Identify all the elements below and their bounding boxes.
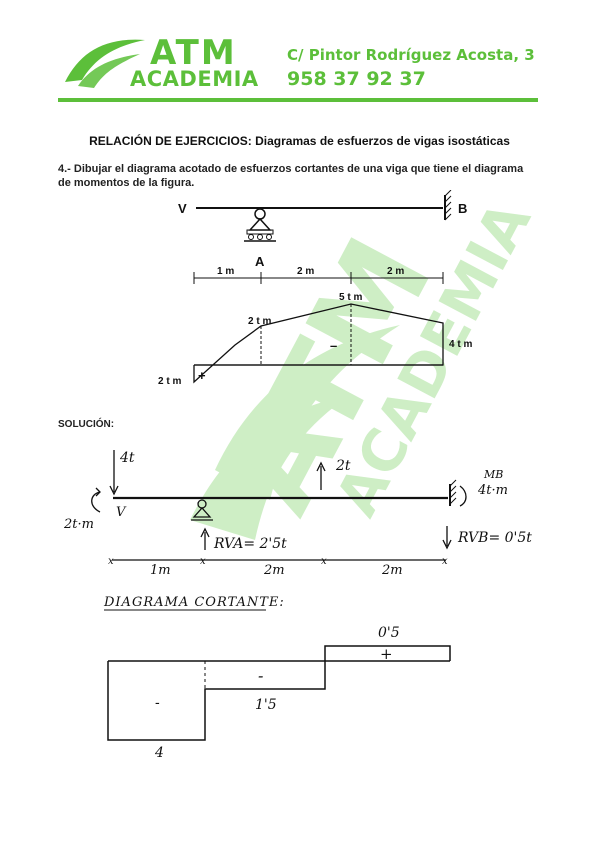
svg-text:x: x bbox=[200, 556, 206, 567]
fixed-support-icon bbox=[444, 190, 452, 221]
solution-mb-label: MB bbox=[483, 468, 503, 481]
moment-arrow-icon bbox=[91, 491, 101, 513]
logo-atm: ATM bbox=[150, 33, 237, 73]
solution-load-left: 4t bbox=[119, 450, 135, 466]
solution-fixed-support-icon bbox=[449, 479, 457, 506]
moment-left-label: 2 t m bbox=[158, 376, 181, 387]
shear-mid-value: 1'5 bbox=[255, 697, 277, 713]
solution-heading: SOLUCIÓN: bbox=[58, 419, 115, 430]
solution-rvb: RVB= 0'5t bbox=[457, 530, 532, 546]
svg-text:x: x bbox=[108, 556, 114, 567]
logo-academia: ACADEMIA bbox=[130, 67, 259, 91]
header-phone: 958 37 92 37 bbox=[287, 68, 426, 90]
page-title: RELACIÓN DE EJERCICIOS: Diagramas de esf… bbox=[89, 134, 510, 148]
solution-figure: 4t 2t·m V RVA= 2'5t 2t MB 4t·m RVB= 0'5t… bbox=[63, 450, 532, 578]
mb-moment-arrow-icon bbox=[459, 485, 467, 507]
solution-mb-value: 4t·m bbox=[477, 483, 508, 498]
solution-support-icon bbox=[191, 499, 213, 521]
solution-load-mid: 2t bbox=[335, 458, 351, 474]
solution-span2: 2m bbox=[263, 563, 285, 578]
problem-figure: V B A 1 m 2 m 2 m 5 t m 2 t m 4 t m 2 t … bbox=[158, 190, 472, 387]
shear-pos-sign: + bbox=[380, 645, 393, 663]
span2-label: 2 m bbox=[297, 266, 314, 277]
svg-text:x: x bbox=[321, 556, 327, 567]
shear-title: DIAGRAMA CORTANTE: bbox=[103, 595, 285, 611]
moment-diagram bbox=[193, 303, 444, 384]
span3-label: 2 m bbox=[387, 266, 404, 277]
header-divider bbox=[58, 98, 538, 102]
moment-pos-sign: + bbox=[198, 368, 206, 383]
svg-text:x: x bbox=[442, 556, 448, 567]
support-label: A bbox=[255, 254, 265, 269]
span1-label: 1 m bbox=[217, 266, 234, 277]
shear-min-value: 4 bbox=[154, 745, 164, 761]
moment-peak-label: 5 t m bbox=[339, 292, 362, 303]
header-address: C/ Pintor Rodríguez Acosta, 3 bbox=[287, 46, 535, 64]
pin-support-icon bbox=[244, 208, 276, 242]
logo-swoosh-icon bbox=[65, 39, 145, 88]
solution-beam-left: V bbox=[116, 505, 127, 520]
beam-right-label: B bbox=[458, 201, 467, 216]
moment-right-label: 4 t m bbox=[449, 339, 472, 350]
shear-left-sign: - bbox=[155, 695, 160, 711]
moment-a-label: 2 t m bbox=[248, 316, 271, 327]
beam-left-label: V bbox=[178, 201, 187, 216]
shear-pos-value: 0'5 bbox=[378, 625, 400, 641]
solution-span1: 1m bbox=[150, 563, 171, 578]
shear-neg-sign: - bbox=[258, 666, 263, 685]
solution-rva: RVA= 2'5t bbox=[213, 536, 287, 552]
shear-diagram: 0'5 + - 1'5 - 4 bbox=[107, 625, 451, 761]
svg-text:DIAGRAMA CORTANTE:: DIAGRAMA CORTANTE: bbox=[103, 595, 285, 610]
solution-moment-left: 2t·m bbox=[63, 517, 94, 532]
problem-statement: 4.- Dibujar el diagrama acotado de esfue… bbox=[58, 163, 524, 189]
shear-outline bbox=[107, 645, 451, 741]
solution-span3: 2m bbox=[381, 563, 403, 578]
moment-neg-sign: – bbox=[330, 338, 337, 353]
